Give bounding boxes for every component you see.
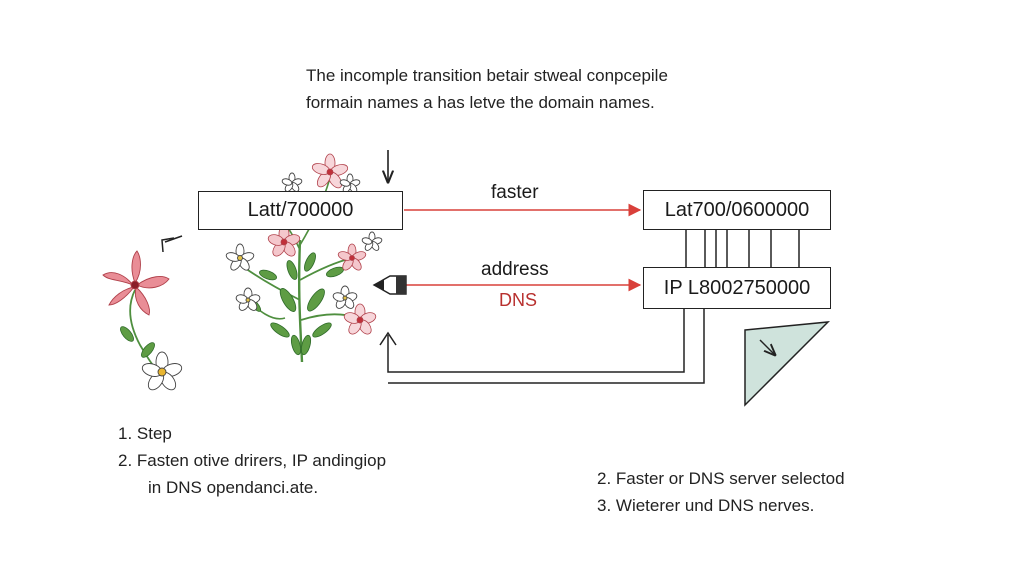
connector-lines bbox=[685, 230, 800, 267]
step-item-2-continuation: in DNS opendanci.ate. bbox=[148, 478, 319, 497]
faster-label: faster bbox=[491, 182, 539, 203]
left-flower-illustration bbox=[102, 235, 183, 391]
step-item-2: 2. Fasten otive drirers, IP andingiop bbox=[118, 451, 387, 470]
right-top-node-box: Lat700/0600000 bbox=[643, 190, 831, 230]
step-item-right-3: 3. Wieterer und DNS nerves. bbox=[597, 496, 815, 515]
caption-line-2: formain names a has letve the domain nam… bbox=[306, 93, 655, 112]
left-node-box: Latt/700000 bbox=[198, 191, 403, 230]
wedge-shape bbox=[744, 321, 831, 407]
step-item-1: 1. Step bbox=[118, 424, 172, 443]
steps-list-right: 2. Faster or DNS server selectod 3. Wiet… bbox=[597, 465, 845, 519]
step-item-right-2: 2. Faster or DNS server selectod bbox=[597, 469, 845, 488]
pen-nib-icon bbox=[372, 275, 407, 295]
flower-branch-illustration bbox=[225, 153, 383, 363]
caption-line-1: The incomple transition betair stweal co… bbox=[306, 66, 668, 85]
steps-list-left: 1. Step 2. Fasten otive drirers, IP andi… bbox=[118, 420, 386, 501]
caption: The incomple transition betair stweal co… bbox=[306, 62, 786, 116]
right-mid-node-box: IP L8002750000 bbox=[643, 267, 831, 309]
dns-label: DNS bbox=[499, 290, 538, 310]
address-label: address bbox=[481, 259, 549, 280]
return-lines bbox=[379, 309, 705, 384]
